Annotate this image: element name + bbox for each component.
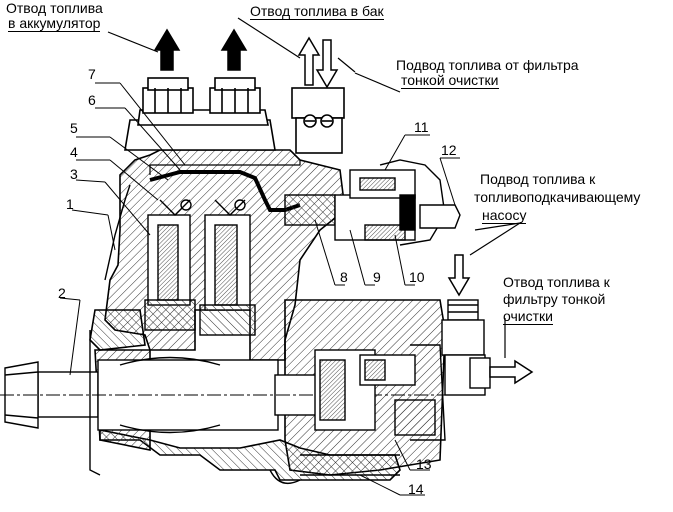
callout-lines [59,82,460,496]
callout-9: 9 [373,269,381,285]
callout-4: 4 [70,144,78,160]
drive-shaft [0,356,470,434]
body-outline [89,184,400,484]
label-supply-prime-pump-2: топливоподкачивающему [474,189,641,205]
callout-12: 12 [441,142,457,158]
callout-5: 5 [70,120,78,136]
callout-1: 1 [66,196,74,212]
label-supply-prime-pump-3: насосу [482,207,527,224]
pump-head [124,77,276,151]
label-return-fine-filter-3: очистки [503,308,553,325]
callout-13: 13 [416,456,432,472]
label-supply-prime-pump-1: Подвод топлива к [480,171,596,187]
callout-3: 3 [70,166,78,182]
label-return-fine-filter-2: фильтру тонкой [503,291,606,307]
callout-14: 14 [408,481,424,497]
flow-arrows [153,28,534,385]
side-fittings [441,299,491,396]
label-return-accumulator-2: в аккумулятор [8,15,101,32]
callout-11: 11 [414,119,429,135]
label-return-fine-filter-1: Отвод топлива к [503,274,610,290]
valve-assembly [284,159,461,246]
callout-2: 2 [58,285,66,301]
label-supply-fine-filter-1: Подвод топлива от фильтра [396,57,579,73]
tank-return-fitting [291,87,345,154]
label-return-accumulator-1: Отвод топлива [6,0,103,16]
plunger-pair-right [199,199,256,336]
callout-6: 6 [88,92,96,108]
callout-8: 8 [340,269,348,285]
label-supply-fine-filter-2: тонкой очистки [401,72,499,89]
leader-lines [107,17,521,358]
fuel-channel [149,170,301,212]
callout-10: 10 [409,269,425,285]
label-return-tank: Отвод топлива в бак [250,3,384,20]
callout-7: 7 [88,66,96,82]
plunger-pair-left [144,199,196,331]
transfer-pump [314,344,446,441]
